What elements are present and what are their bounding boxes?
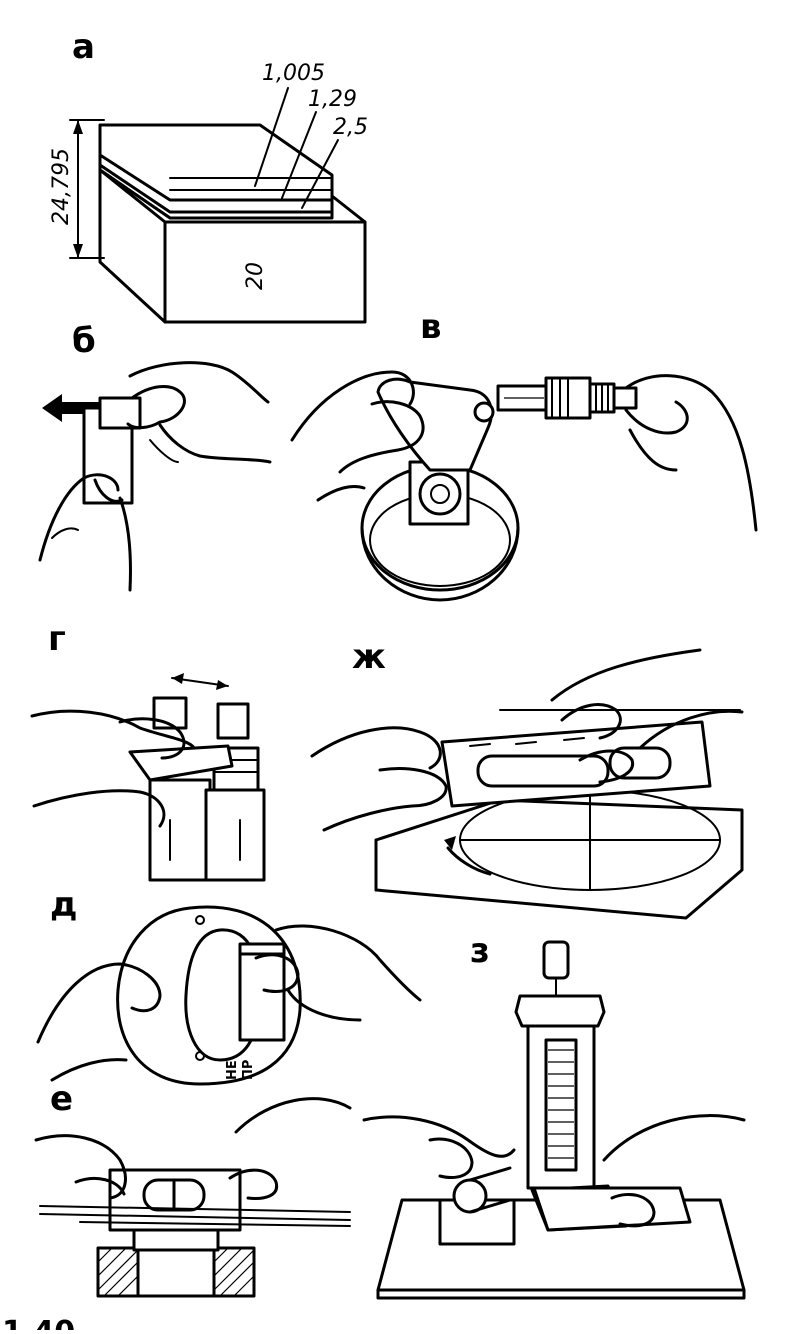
hand-on-plate [30, 709, 196, 750]
left-hand-holding-ring [36, 962, 162, 1044]
panel-d-label: д [50, 885, 77, 925]
dimension-total-text: 24,795 [49, 148, 74, 225]
height-gauge-head [514, 994, 606, 1028]
right-hand-on-base [602, 1114, 746, 1162]
upper-hand [128, 361, 270, 404]
panel-v-micrometer-check: в [290, 307, 758, 602]
panel-d-ring-gauge-check: д НЕ ПР [36, 885, 422, 1086]
left-hand-holding-frame [290, 370, 415, 442]
lower-hand [38, 473, 120, 562]
right-hand-on-level [234, 1097, 352, 1134]
panel-z-label: з [470, 931, 490, 971]
dimension-block-1-text: 1,005 [262, 61, 325, 86]
height-gauge-knob [542, 940, 570, 980]
upper-gauge-block [98, 396, 142, 430]
panel-g-parallel-check: г [30, 619, 266, 882]
figure-number: 1 40 [2, 1315, 75, 1330]
panel-z-height-gauge-check: з [362, 931, 746, 1300]
micrometer-frame [376, 377, 493, 472]
ring-marking-2: ПР [241, 1060, 256, 1080]
panel-b-label: б [72, 321, 96, 361]
panel-v-label: в [420, 307, 442, 347]
left-hand-holding-cylinder [362, 1115, 516, 1158]
rotation-arrow-icon [444, 836, 456, 850]
panel-g-label: г [48, 619, 66, 659]
surface-plate [374, 798, 744, 920]
panel-b-block-wringing: б [38, 321, 272, 592]
dimension-block-2-text: 1,29 [308, 87, 357, 112]
panel-e-label: е [50, 1079, 73, 1119]
right-block-top [216, 702, 250, 740]
ring-marking-1: НЕ [225, 1060, 240, 1080]
panel-zh-angle-check: ж [310, 637, 744, 920]
dimension-base-text: 20 [243, 262, 268, 290]
panel-e-level-check: е [34, 1079, 352, 1298]
right-hand-on-bar [550, 648, 702, 702]
right-hand-holding-block [274, 924, 422, 1002]
slide-direction-arrow-icon [42, 394, 102, 422]
panel-a-gauge-block-stack: а 24,795 1,005 1,29 2,5 20 [49, 27, 368, 324]
panel-a-label: а [72, 27, 95, 67]
left-column [148, 778, 212, 882]
right-column [204, 788, 266, 882]
dimension-block-3-text: 2,5 [333, 115, 368, 140]
panel-zh-label: ж [352, 637, 386, 677]
left-hand-on-bar [310, 726, 442, 770]
right-hand-turning-ratchet [624, 374, 758, 532]
